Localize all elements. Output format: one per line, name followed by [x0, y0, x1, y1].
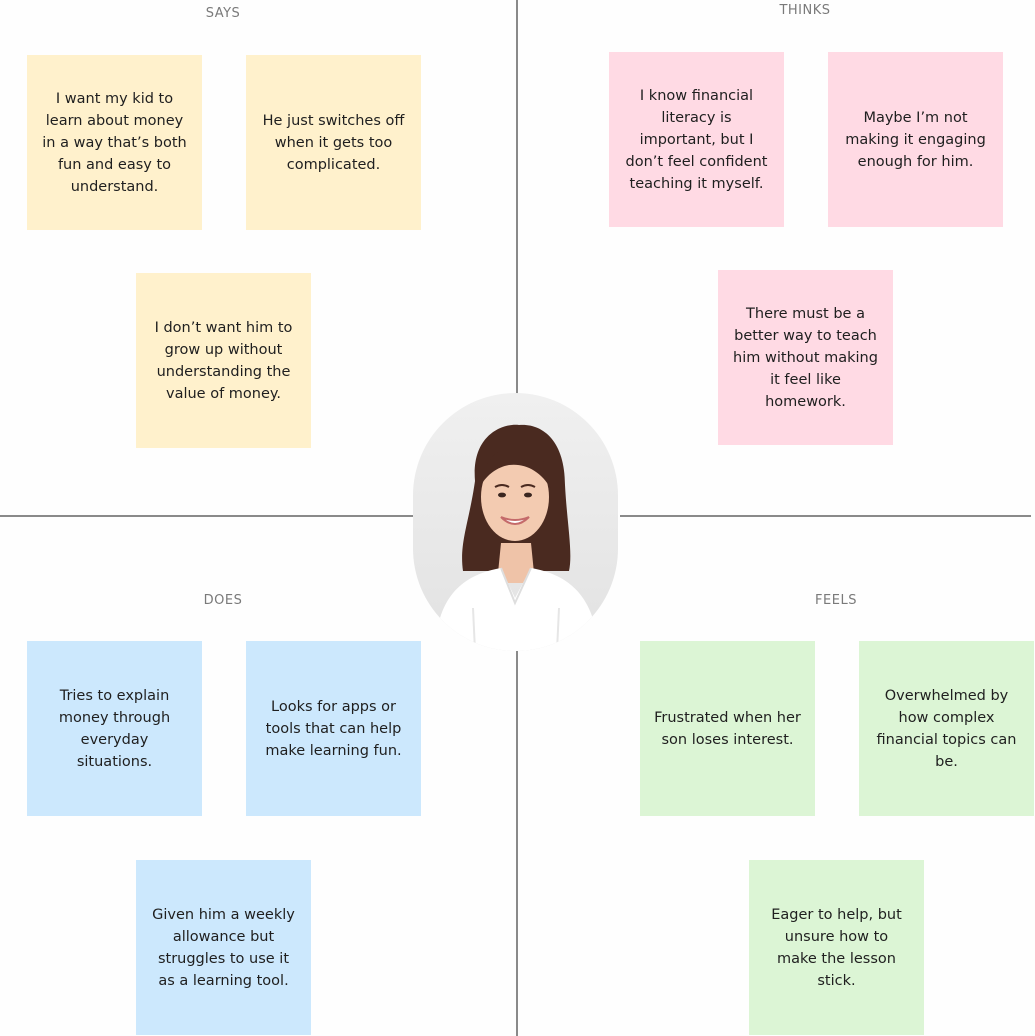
says-note-1[interactable]: I want my kid to learn about money in a …	[27, 55, 202, 230]
horizontal-axis-divider-left	[0, 515, 414, 517]
thinks-note-2[interactable]: Maybe I’m not making it engaging enough …	[828, 52, 1003, 227]
feels-label: FEELS	[815, 593, 857, 608]
thinks-label: THINKS	[779, 3, 831, 18]
feels-note-2[interactable]: Overwhelmed by how complex financial top…	[859, 641, 1034, 816]
says-note-2[interactable]: He just switches off when it gets too co…	[246, 55, 421, 230]
says-note-3[interactable]: I don’t want him to grow up without unde…	[136, 273, 311, 448]
says-label: SAYS	[205, 6, 241, 21]
does-note-3[interactable]: Given him a weekly allowance but struggl…	[136, 860, 311, 1035]
horizontal-axis-divider-right	[620, 515, 1031, 517]
feels-note-1[interactable]: Frustrated when her son loses interest.	[640, 641, 815, 816]
persona-avatar	[413, 393, 618, 651]
does-note-2[interactable]: Looks for apps or tools that can help ma…	[246, 641, 421, 816]
feels-note-3[interactable]: Eager to help, but unsure how to make th…	[749, 860, 924, 1035]
persona-portrait-illustration	[435, 424, 599, 651]
does-label: DOES	[203, 593, 243, 608]
thinks-note-1[interactable]: I know financial literacy is important, …	[609, 52, 784, 227]
does-note-1[interactable]: Tries to explain money through everyday …	[27, 641, 202, 816]
thinks-note-3[interactable]: There must be a better way to teach him …	[718, 270, 893, 445]
